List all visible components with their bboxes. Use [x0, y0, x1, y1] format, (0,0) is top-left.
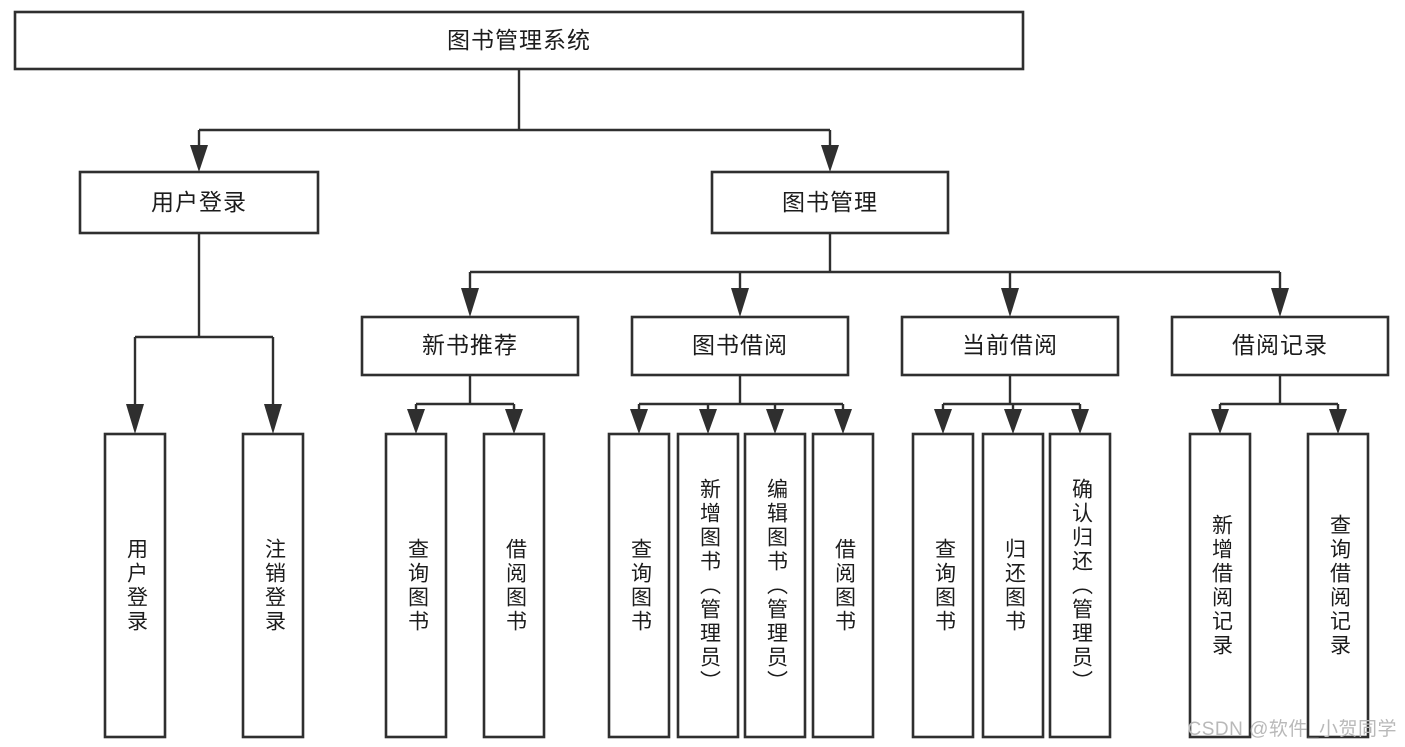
connector-current-borrow-to-leaves	[934, 375, 1089, 434]
node-box-user-login[interactable]	[78, 170, 320, 235]
connector-user-login-to-leaves	[126, 233, 282, 434]
node-box-leaf-borrow-book-1[interactable]	[482, 432, 546, 739]
arrow-head-borrow-record	[1271, 288, 1289, 317]
connector-borrow-record-to-leaves	[1211, 375, 1347, 434]
connector-book-manage-to-level3	[461, 233, 1289, 317]
arrow-head-leaf-edit-book	[766, 409, 784, 434]
node-box-leaf-query-record[interactable]	[1306, 432, 1370, 739]
arrow-head-book-borrow	[731, 288, 749, 317]
arrow-head-leaf-add-book	[699, 409, 717, 434]
node-box-borrow-record[interactable]	[1170, 315, 1390, 377]
node-box-new-book-recommend[interactable]	[360, 315, 580, 377]
arrow-head-current-borrow	[1001, 288, 1019, 317]
node-box-book-borrow[interactable]	[630, 315, 850, 377]
arrow-head-user-login	[190, 145, 208, 172]
arrow-head-leaf-query-book-2	[630, 409, 648, 434]
node-box-current-borrow[interactable]	[900, 315, 1120, 377]
node-box-leaf-logout[interactable]	[241, 432, 305, 739]
arrow-head-leaf-logout	[264, 404, 282, 434]
node-box-book-manage[interactable]	[710, 170, 950, 235]
arrow-head-leaf-borrow-book-2	[834, 409, 852, 434]
connector-book-borrow-to-leaves	[630, 375, 852, 434]
arrow-head-new-book-recommend	[461, 288, 479, 317]
node-boxes-layer	[13, 10, 1390, 739]
arrow-head-leaf-confirm-return	[1071, 409, 1089, 434]
arrow-head-book-manage	[821, 145, 839, 172]
arrow-head-leaf-add-record	[1211, 409, 1229, 434]
arrow-head-leaf-borrow-book-1	[505, 409, 523, 434]
node-box-leaf-user-login[interactable]	[103, 432, 167, 739]
connector-root-to-level2	[190, 69, 839, 172]
node-box-leaf-confirm-return[interactable]	[1048, 432, 1112, 739]
arrow-head-leaf-query-record	[1329, 409, 1347, 434]
arrow-head-leaf-query-book-1	[407, 409, 425, 434]
node-box-leaf-query-book-3[interactable]	[911, 432, 975, 739]
node-box-leaf-add-record[interactable]	[1188, 432, 1252, 739]
arrow-head-leaf-user-login	[126, 404, 144, 434]
node-box-leaf-return-book[interactable]	[981, 432, 1045, 739]
arrow-head-leaf-return-book	[1004, 409, 1022, 434]
node-box-root[interactable]	[13, 10, 1025, 71]
arrow-head-leaf-query-book-3	[934, 409, 952, 434]
node-box-leaf-add-book[interactable]	[676, 432, 740, 739]
node-box-leaf-borrow-book-2[interactable]	[811, 432, 875, 739]
node-box-leaf-edit-book[interactable]	[743, 432, 807, 739]
node-box-leaf-query-book-1[interactable]	[384, 432, 448, 739]
connector-new-book-recommend-to-leaves	[407, 375, 523, 434]
node-box-leaf-query-book-2[interactable]	[607, 432, 671, 739]
